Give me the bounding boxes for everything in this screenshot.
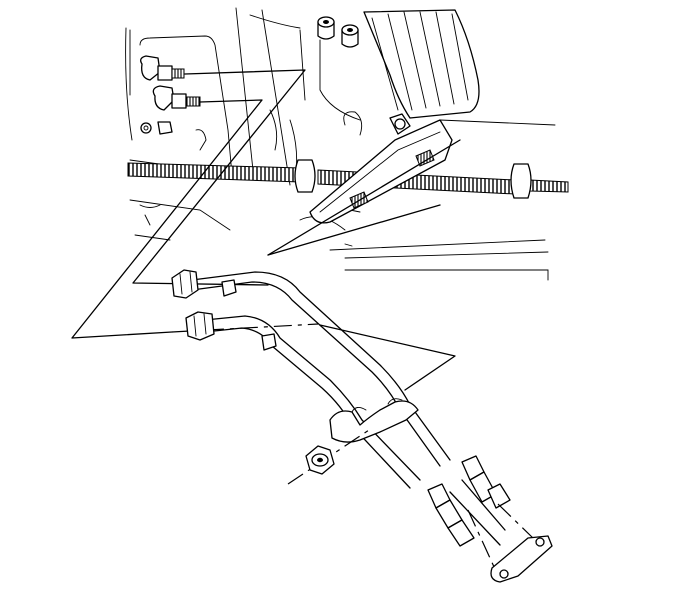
upper-fittings [140, 55, 207, 151]
pipe-retaining-clip [329, 398, 419, 443]
detail-callout-outline [71, 69, 461, 391]
hose-bracket [467, 503, 553, 583]
hose-fittings [427, 455, 511, 547]
pipe-flare-nut-upper [171, 269, 237, 299]
rubber-isolators [317, 16, 359, 48]
vehicle-body-outline [125, 7, 556, 281]
mounting-nut [287, 427, 373, 485]
parking-brake-cable [127, 159, 569, 199]
brake-pipes [191, 271, 506, 546]
pipe-flare-nut-lower [185, 311, 277, 351]
seat-panel [363, 9, 480, 119]
cable-bracket [309, 113, 453, 224]
